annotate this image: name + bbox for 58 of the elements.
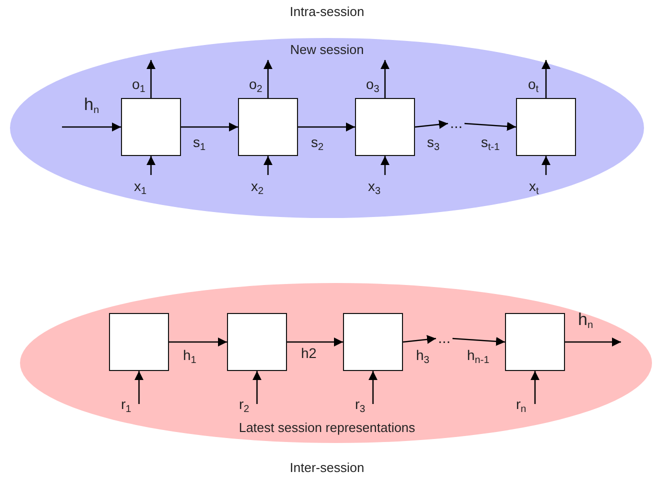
- arrow: [402, 334, 436, 344]
- edge-label: h$_{n}$: [578, 312, 594, 333]
- arrow: [146, 60, 156, 98]
- arrow: [414, 120, 448, 129]
- edge-label: x$_{t}$: [529, 178, 539, 199]
- arrow: [530, 371, 540, 404]
- region-label: Latest session representations: [238, 420, 416, 435]
- edge-label: h$_{3}$: [416, 347, 430, 368]
- edge-label: x$_{2}$: [251, 178, 264, 199]
- edge-label: s$_{3}$: [427, 134, 440, 155]
- edge-label: o$_{2}$: [249, 76, 262, 97]
- rnn-cell: [227, 313, 287, 371]
- arrow: [368, 371, 378, 404]
- rnn-cell: [516, 98, 576, 156]
- arrow: [62, 122, 121, 132]
- edge-label: o$_{1}$: [132, 76, 146, 97]
- arrow: [565, 338, 621, 346]
- edge-label: r$_{n}$: [516, 396, 526, 417]
- arrow: [542, 156, 550, 175]
- arrow: [264, 156, 272, 175]
- edge-label: h2: [301, 345, 317, 361]
- arrow: [380, 60, 390, 98]
- edge-label: h$_{1}$: [183, 347, 196, 368]
- rnn-cell: [109, 313, 169, 371]
- rnn-cell: [505, 313, 565, 371]
- edge-label: x$_{3}$: [368, 178, 381, 199]
- arrow: [452, 336, 506, 346]
- arrow: [134, 371, 144, 404]
- rnn-cell: [343, 313, 403, 371]
- arrow: [264, 60, 272, 98]
- region-label: Inter-session: [290, 460, 364, 475]
- arrow: [380, 156, 390, 175]
- arrow: [298, 122, 355, 132]
- ellipsis-text: ...: [438, 331, 451, 346]
- region-title: Intra-session: [290, 4, 364, 19]
- edge-label: x$_{1}$: [134, 178, 147, 199]
- edge-label: o$_{3}$: [366, 76, 380, 97]
- arrow: [287, 338, 343, 346]
- edge-label: h$_{n-1}$: [467, 347, 490, 368]
- arrow: [464, 122, 516, 131]
- ellipsis-text: ...: [450, 116, 463, 131]
- arrow: [181, 122, 238, 132]
- edge-label: r$_{3}$: [355, 396, 366, 417]
- edge-label: o$_{t}$: [528, 76, 539, 97]
- arrow: [146, 156, 156, 175]
- arrow: [252, 371, 262, 404]
- edge-label: r$_{1}$: [121, 396, 132, 417]
- rnn-cell: [238, 98, 298, 156]
- region-label: New session: [290, 42, 364, 57]
- edge-label: r$_{2}$: [239, 396, 250, 417]
- edge-label: s$_{2}$: [311, 134, 324, 155]
- rnn-cell: [355, 98, 415, 156]
- edge-label: h$_{n}$: [84, 97, 100, 118]
- rnn-cell: [121, 98, 181, 156]
- edge-label: s$_{1}$: [193, 134, 206, 155]
- arrow: [542, 60, 550, 98]
- edge-label: s$_{t-1}$: [481, 134, 500, 155]
- arrow: [169, 338, 227, 346]
